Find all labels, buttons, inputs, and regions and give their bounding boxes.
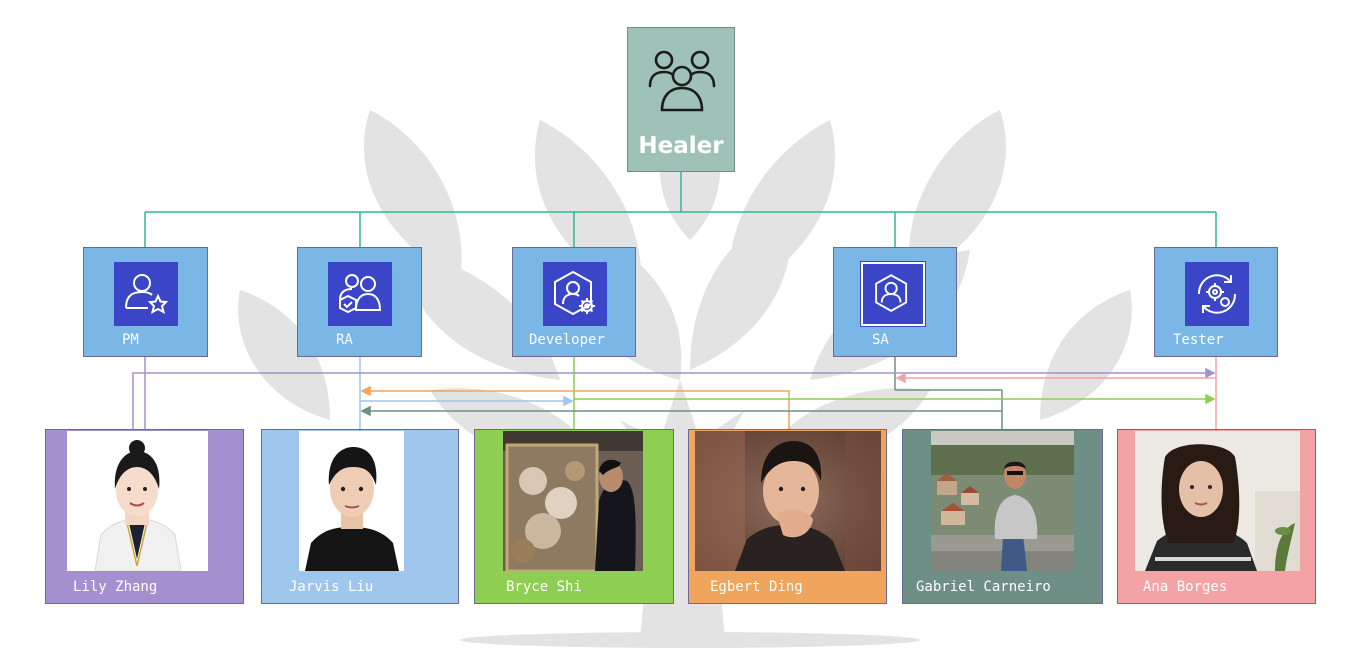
person-card-gabriel-carneiro: Gabriel Carneiro — [902, 429, 1103, 604]
lily-to-tester-link — [132, 367, 1216, 429]
person-photo — [503, 431, 643, 571]
person-name: Bryce Shi — [506, 579, 582, 595]
person-card-bryce-shi: Bryce Shi — [474, 429, 674, 604]
person-name: Egbert Ding — [710, 579, 803, 595]
user-star-icon — [114, 262, 178, 326]
role-label-developer: Developer — [529, 332, 605, 348]
user-gear-hexagon-icon — [543, 262, 607, 326]
role-label-tester: Tester — [1173, 332, 1224, 348]
gear-cycle-icon — [1185, 262, 1249, 326]
users-check-icon — [328, 262, 392, 326]
person-name: Ana Borges — [1143, 579, 1228, 595]
person-card-ana-borges: Ana Borges — [1117, 429, 1316, 604]
group-icon — [648, 50, 716, 112]
hierarchy-links — [144, 172, 1217, 247]
role-label-ra: RA — [336, 332, 353, 348]
person-name: Lily Zhang — [73, 579, 158, 595]
person-name: Gabriel Carneiro — [916, 579, 1051, 595]
role-label-sa: SA — [872, 332, 889, 348]
jarvis-to-developer-link — [360, 395, 574, 407]
person-photo — [931, 431, 1074, 571]
root-node: Healer — [627, 27, 735, 172]
ana-to-sa-link — [895, 372, 1216, 384]
user-hexagon-icon — [860, 261, 926, 327]
person-card-egbert-ding: Egbert Ding — [688, 429, 887, 604]
egbert-to-ra-link — [360, 385, 790, 429]
role-tester: Tester — [1154, 247, 1278, 357]
role-ra: RA — [297, 247, 422, 357]
role-pm: PM — [83, 247, 208, 357]
role-sa: SA — [833, 247, 957, 357]
person-card-lily-zhang: Lily Zhang — [45, 429, 244, 604]
person-card-jarvis-liu: Jarvis Liu — [261, 429, 459, 604]
person-name: Jarvis Liu — [289, 579, 374, 595]
gabriel-to-ra-link — [360, 405, 1002, 417]
bryce-to-tester-link — [574, 393, 1216, 405]
root-label: Healer — [638, 133, 724, 159]
person-photo — [1135, 431, 1300, 571]
role-developer: Developer — [512, 247, 636, 357]
role-label-pm: PM — [122, 332, 139, 348]
person-photo — [67, 431, 208, 571]
person-photo — [695, 431, 881, 571]
person-photo — [299, 431, 404, 571]
